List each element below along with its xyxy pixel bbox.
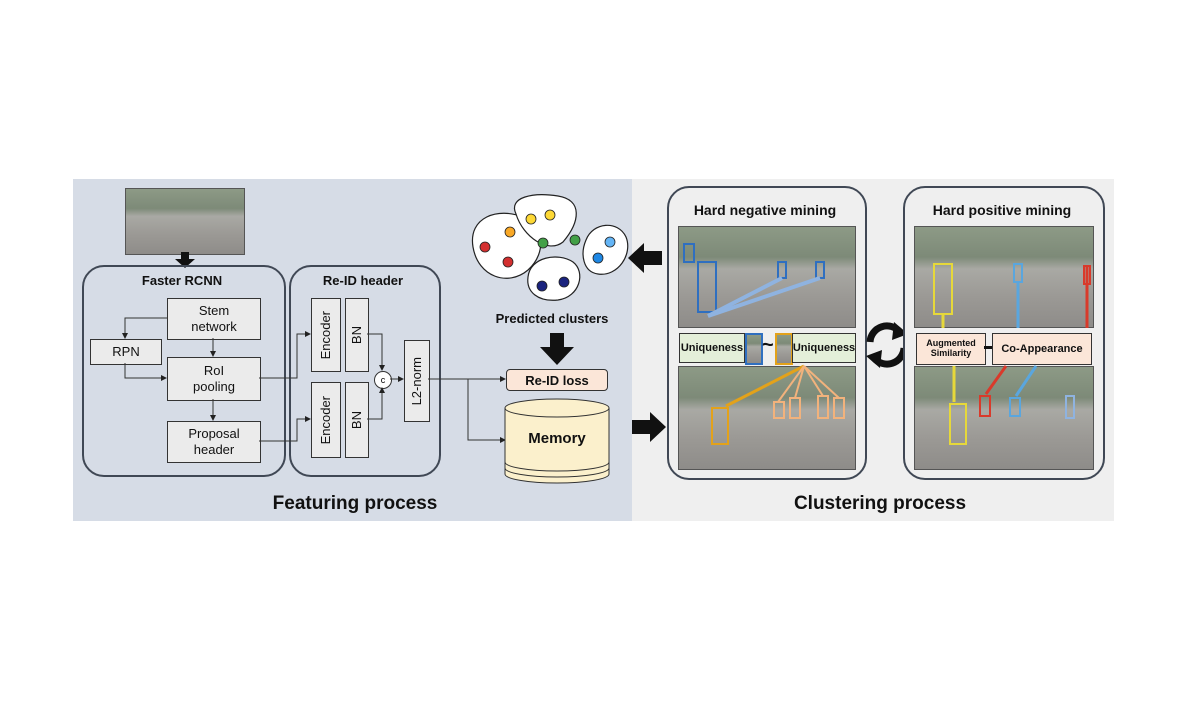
hard-positive-image-top xyxy=(914,226,1094,328)
tilde-symbol: ~ xyxy=(762,334,774,356)
reid-loss-box: Re-ID loss xyxy=(506,369,608,391)
faster-rcnn-panel xyxy=(82,265,286,477)
rpn-box: RPN xyxy=(90,339,162,365)
encoder-box-2: Encoder xyxy=(311,382,341,458)
bn-box-1: BN xyxy=(345,298,369,372)
bn-box-2: BN xyxy=(345,382,369,458)
augmented-similarity-box: Augmented Similarity xyxy=(916,333,986,365)
reid-header-panel xyxy=(289,265,441,477)
predicted-clusters-label: Predicted clusters xyxy=(495,311,609,326)
featuring-process-title: Featuring process xyxy=(272,493,438,514)
down-arrow-icon xyxy=(540,333,574,365)
uniqueness-label-1: Uniqueness xyxy=(680,342,744,354)
uniqueness-label-2: Uniqueness xyxy=(792,342,856,354)
memory-cylinder xyxy=(504,398,610,484)
co-appearance-box: Co-Appearance xyxy=(992,333,1092,365)
uniqueness-box-2: Uniqueness xyxy=(792,333,856,363)
rpn-label: RPN xyxy=(112,343,140,359)
reid-loss-label: Re-ID loss xyxy=(525,372,589,388)
roi-pooling-box: RoI pooling xyxy=(167,357,261,401)
proposal-header-box: Proposal header xyxy=(167,421,261,463)
down-arrow-icon xyxy=(175,252,195,268)
roi-pooling-label: RoI pooling xyxy=(193,362,235,394)
memory-label: Memory xyxy=(528,430,586,447)
reid-header-title: Re-ID header xyxy=(322,273,404,288)
hard-negative-title: Hard negative mining xyxy=(693,202,837,218)
uniqueness-box-1: Uniqueness xyxy=(679,333,745,363)
hard-positive-title: Hard positive mining xyxy=(932,202,1072,218)
l2-norm-box: L2-norm xyxy=(404,340,430,422)
hard-positive-annotations xyxy=(933,263,1091,445)
hard-negative-annotations xyxy=(683,243,845,445)
augmented-similarity-label: Augmented Similarity xyxy=(926,338,976,358)
left-arrow-icon xyxy=(628,243,662,273)
encoder-box-1: Encoder xyxy=(311,298,341,372)
proposal-header-label: Proposal header xyxy=(188,425,240,457)
predicted-clusters-graphic xyxy=(471,194,629,301)
uniqueness-crop-yellow xyxy=(775,333,793,365)
link-connector xyxy=(984,346,992,349)
faster-rcnn-title: Faster RCNN xyxy=(141,273,223,288)
stem-network-label: Stem network xyxy=(191,302,237,334)
clustering-process-title: Clustering process xyxy=(793,493,967,514)
uniqueness-crop-blue xyxy=(745,333,763,365)
right-arrow-icon xyxy=(632,412,666,442)
co-appearance-label: Co-Appearance xyxy=(1001,343,1083,355)
stem-network-box: Stem network xyxy=(167,298,261,340)
concat-label: c xyxy=(380,375,386,385)
